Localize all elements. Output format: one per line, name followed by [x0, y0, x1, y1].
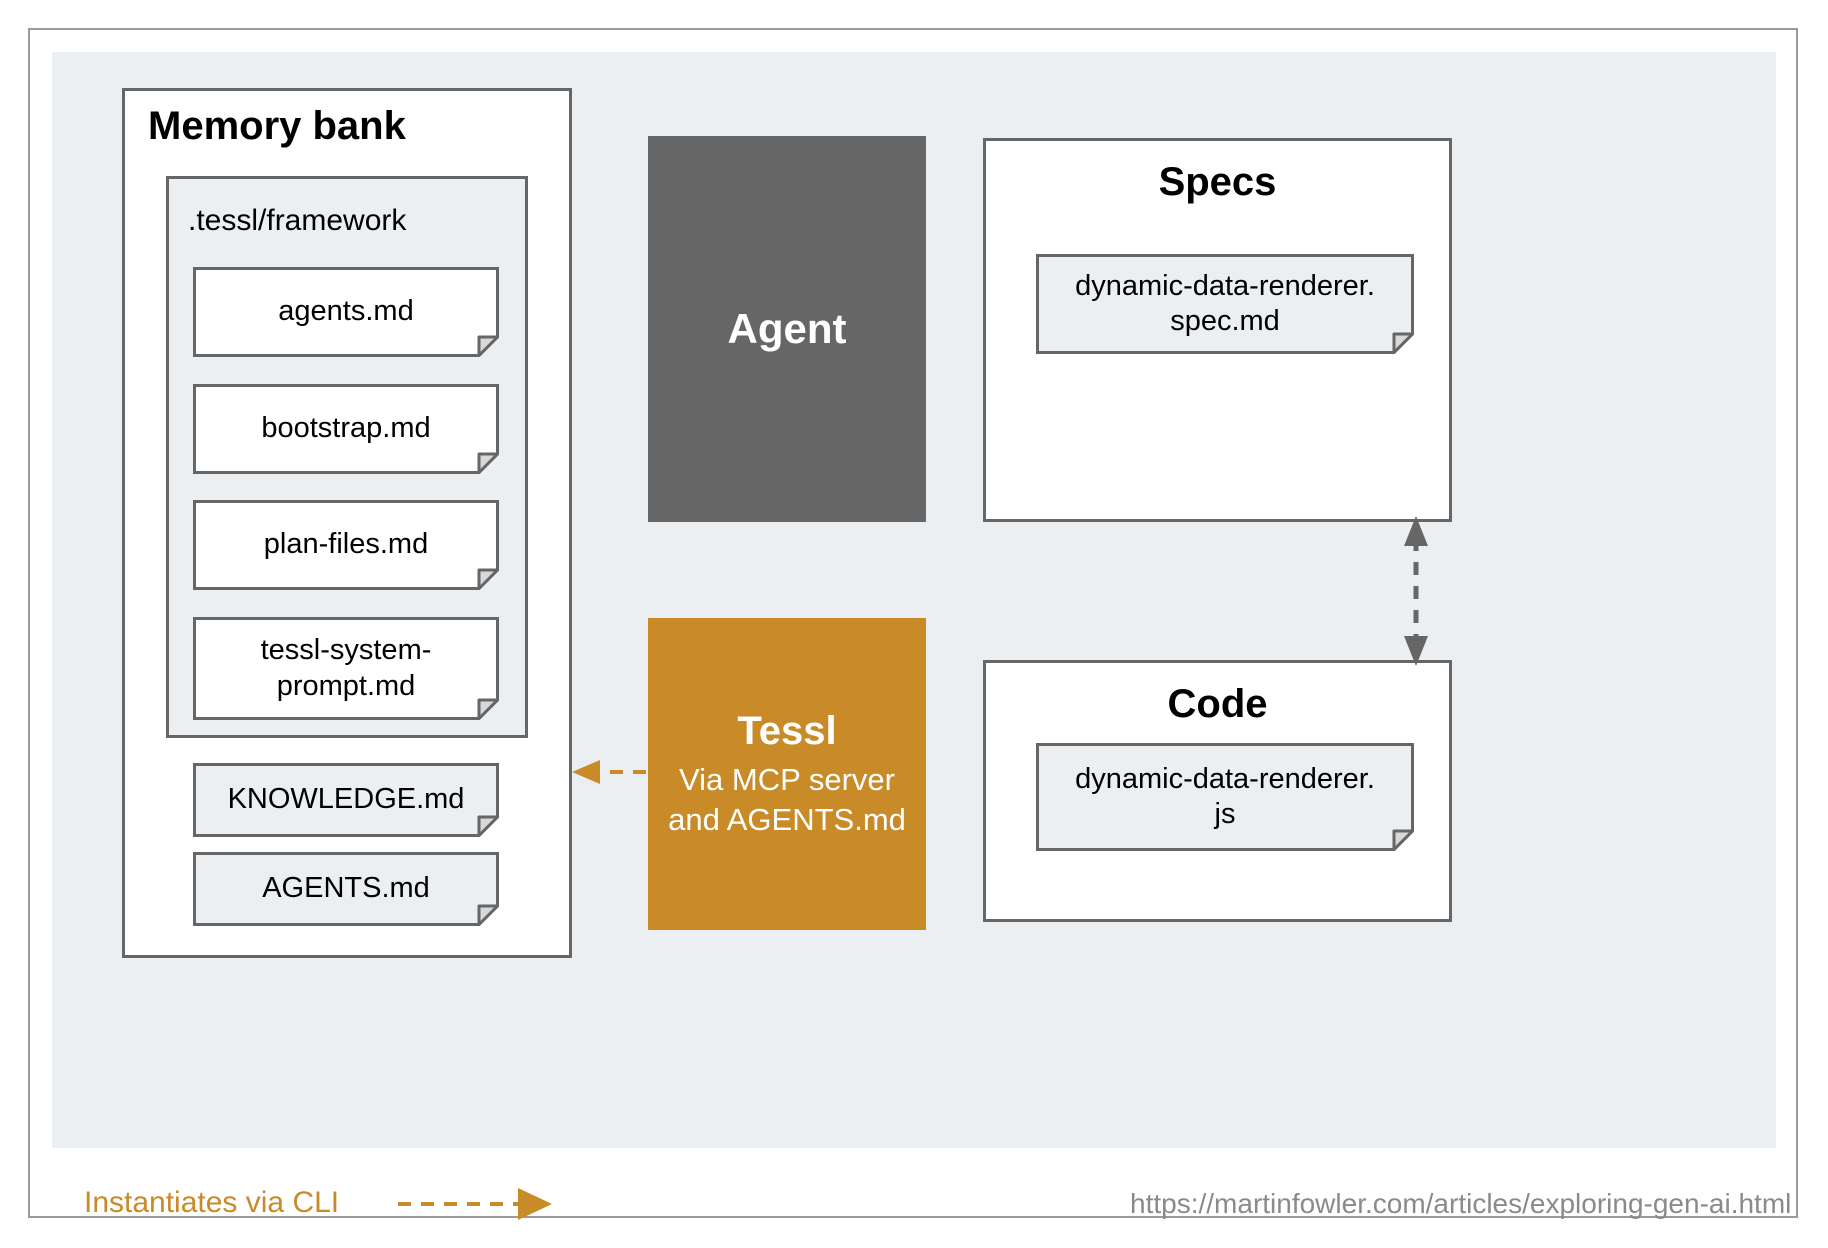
note-card-label: plan-files.md: [263, 528, 429, 561]
tessl-block-title: Tessl: [737, 708, 837, 753]
note-card-knowledge-md[interactable]: KNOWLEDGE.md: [193, 763, 499, 837]
specs-title: Specs: [1158, 160, 1277, 204]
tessl-block[interactable]: Tessl Via MCP server and AGENTS.md: [648, 618, 926, 930]
note-shape-icon: [193, 500, 499, 590]
note-card-label-line2: js: [1214, 798, 1236, 830]
note-shape-icon: [193, 763, 499, 837]
note-card-label-line1: dynamic-data-renderer.: [1075, 269, 1375, 302]
note-card-bootstrap-md[interactable]: bootstrap.md: [193, 384, 499, 474]
note-card-agents-md-root[interactable]: AGENTS.md: [193, 852, 499, 926]
note-shape-icon: [1036, 743, 1414, 851]
note-card-label-line2: prompt.md: [276, 669, 416, 702]
note-card-label: KNOWLEDGE.md: [227, 783, 465, 816]
note-card-label-line1: tessl-system-: [260, 634, 432, 667]
note-card-label: AGENTS.md: [262, 872, 430, 905]
note-shape-icon: [193, 852, 499, 926]
note-shape-icon: [193, 617, 499, 720]
note-card-label: dynamic-data-renderer. spec.md: [1036, 254, 1414, 354]
note-shape-icon: [1036, 254, 1414, 354]
note-card-label-line2: spec.md: [1170, 305, 1280, 337]
note-card-label: dynamic-data-renderer. js: [1036, 743, 1414, 851]
code-title: Code: [1167, 682, 1268, 726]
note-card-label-line1: dynamic-data-renderer.: [1075, 762, 1375, 795]
agent-block-title: Agent: [727, 305, 847, 352]
note-shape-icon: [193, 384, 499, 474]
memory-bank-title: Memory bank: [148, 104, 406, 148]
note-card-label: tessl-system- prompt.md: [193, 617, 499, 720]
footer-url: https://martinfowler.com/articles/explor…: [1130, 1188, 1792, 1219]
note-card-label: bootstrap.md: [261, 412, 431, 445]
note-card-tessl-system-prompt-md[interactable]: tessl-system- prompt.md: [193, 617, 499, 720]
note-card-agents-md[interactable]: agents.md: [193, 267, 499, 357]
tessl-block-subtitle-line2: and AGENTS.md: [668, 801, 906, 837]
tessl-block-subtitle-line1: Via MCP server: [679, 761, 895, 797]
note-card-code-js[interactable]: dynamic-data-renderer. js: [1036, 743, 1414, 851]
note-card-spec-md[interactable]: dynamic-data-renderer. spec.md: [1036, 254, 1414, 354]
note-card-plan-files-md[interactable]: plan-files.md: [193, 500, 499, 590]
agent-block[interactable]: Agent: [648, 136, 926, 522]
note-card-label: agents.md: [278, 295, 414, 328]
tessl-framework-label: .tessl/framework: [188, 204, 407, 237]
legend-label: Instantiates via CLI: [84, 1186, 340, 1219]
note-shape-icon: [193, 267, 499, 357]
